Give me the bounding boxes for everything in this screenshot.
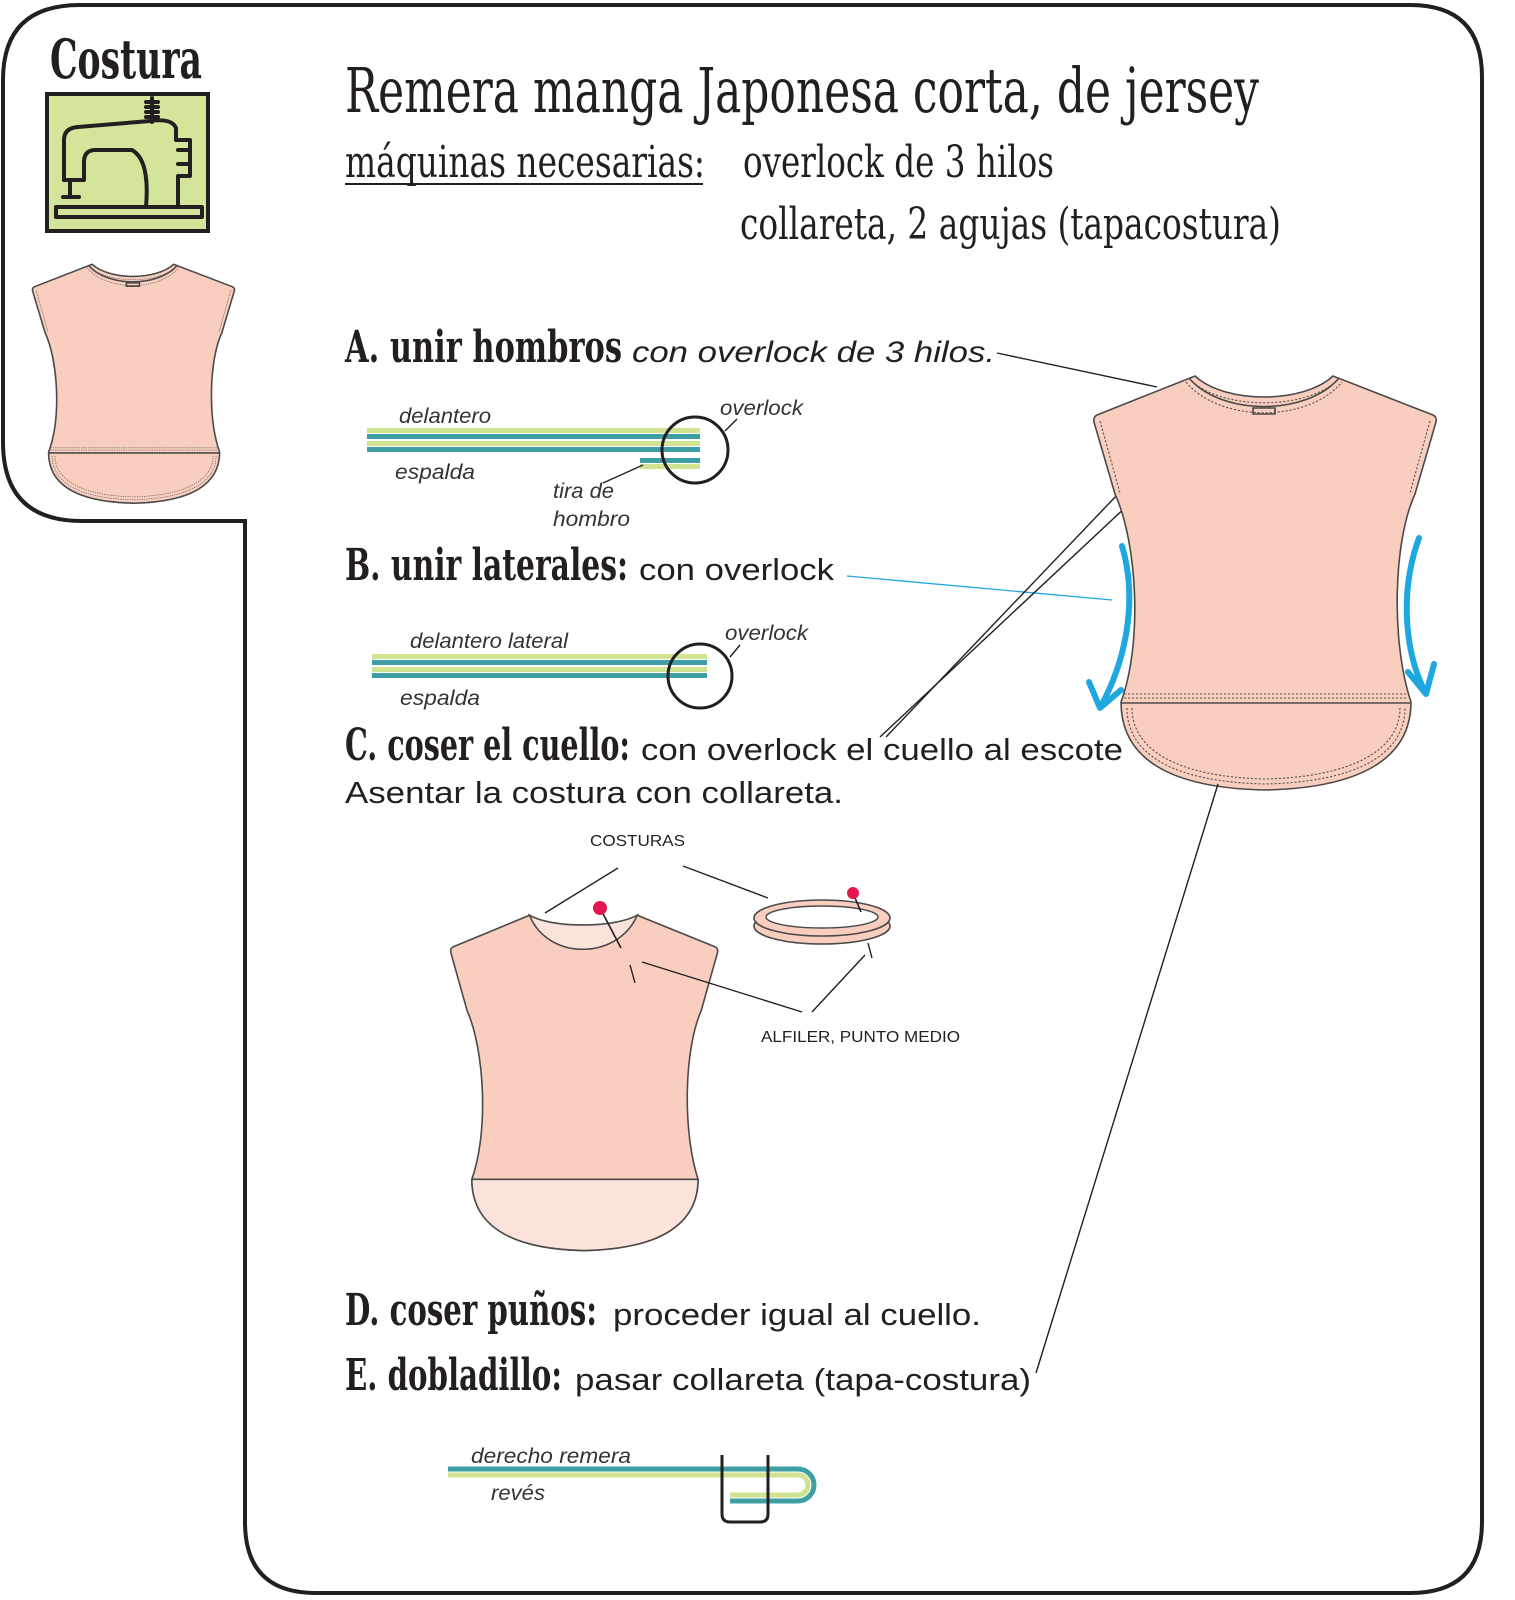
front-label: delantero [399, 405, 491, 428]
side-seam-arrows [1086, 535, 1437, 711]
collar-shirt [451, 915, 718, 1250]
fabric-stripe [367, 434, 700, 439]
fabric-fold-inner [448, 1472, 811, 1498]
fabric-stripe [372, 660, 707, 665]
wrong-side-label: revés [491, 1482, 546, 1505]
step-e-heading: E. dobladillo: [345, 1350, 562, 1401]
fabric-stripe [367, 447, 700, 452]
arrow-head [1086, 679, 1124, 711]
fabric-stripe [372, 673, 707, 678]
step-d-heading: D. coser puños: [345, 1285, 597, 1336]
neck-inside [530, 915, 638, 949]
pin-icon [847, 887, 859, 899]
page-title: Remera manga Japonesa corta, de jersey [345, 54, 1259, 127]
seams-label: COSTURAS [590, 833, 685, 850]
sewing-machine-icon [45, 92, 210, 233]
page-frame [1, 3, 1484, 1595]
fabric-fold-outer [448, 1466, 817, 1504]
leader-line-a [996, 352, 1158, 388]
strip-label: hombro [553, 508, 630, 531]
step-b-heading: B. unir laterales: [345, 540, 628, 591]
midpoint-tick [867, 942, 873, 959]
fabric-stripe [372, 667, 707, 672]
seams-leader [682, 865, 769, 899]
step-d-detail: proceder igual al cuello. [613, 1297, 981, 1332]
shoulder-seam-diagram: delantero espalda overlock tira de hombr… [367, 397, 805, 531]
right-side-label: derecho remera [471, 1445, 631, 1468]
step-c-note: Asentar la costura con collareta. [345, 775, 843, 810]
pin-leader [811, 954, 866, 1013]
pin-label: ALFILER, PUNTO MEDIO [761, 1029, 960, 1046]
pin-leader [641, 961, 803, 1013]
back-label: espalda [395, 461, 475, 484]
front-side-label: delantero lateral [410, 630, 569, 653]
coverstitch-u [720, 1455, 770, 1524]
machine-item: collareta, 2 agujas (tapacostura) [740, 199, 1281, 250]
overlock-leader [729, 644, 741, 658]
thumbnail-shirt [32, 263, 235, 504]
fabric-stripe [372, 654, 707, 659]
arrow-head [1405, 661, 1437, 697]
side-seam-diagram: delantero lateral espalda overlock [372, 622, 810, 710]
fabric-stripe [367, 428, 700, 433]
pin-icon [593, 901, 607, 915]
step-b-detail: con overlock [639, 552, 835, 587]
shoulder-strip [640, 458, 700, 463]
strip-label: tira de [553, 480, 614, 503]
step-a-heading: A. unir hombros [344, 322, 622, 373]
pin-shaft [599, 907, 622, 949]
overlock-circle [660, 415, 730, 485]
leader-line-b [846, 575, 1113, 601]
hem-diagram: derecho remera revés [448, 1445, 817, 1524]
step-c-heading: C. coser el cuello: [345, 720, 630, 771]
step-c-detail: con overlock el cuello al escote [641, 732, 1123, 767]
shirt-illustration [1093, 375, 1437, 791]
midpoint-tick [629, 964, 636, 984]
overlock-label: overlock [725, 622, 810, 645]
seams-leader [544, 867, 619, 914]
collar-ring-hole [765, 905, 879, 929]
machines-label: máquinas necesarias: [345, 137, 705, 188]
overlock-label: overlock [720, 397, 805, 420]
leader-line-e [1035, 783, 1219, 1374]
collar-diagram: COSTURAS ALFILER, PUNTO MEDIO [451, 833, 960, 1251]
leader-line-c [885, 493, 1119, 738]
machine-item: overlock de 3 hilos [743, 137, 1054, 188]
hem-panel [472, 1179, 698, 1250]
step-e-detail: pasar collareta (tapa-costura) [575, 1362, 1031, 1397]
badge-label: Costura [50, 27, 202, 91]
overlock-circle [666, 642, 734, 710]
back-label: espalda [400, 687, 480, 710]
arrow-down-icon [1403, 535, 1428, 695]
arrow-down-icon [1098, 543, 1133, 709]
fabric-stripe [367, 441, 700, 446]
shoulder-strip [640, 464, 700, 469]
step-a-detail: con overlock de 3 hilos. [632, 336, 995, 369]
overlock-leader [724, 418, 738, 432]
strip-leader [602, 464, 644, 484]
